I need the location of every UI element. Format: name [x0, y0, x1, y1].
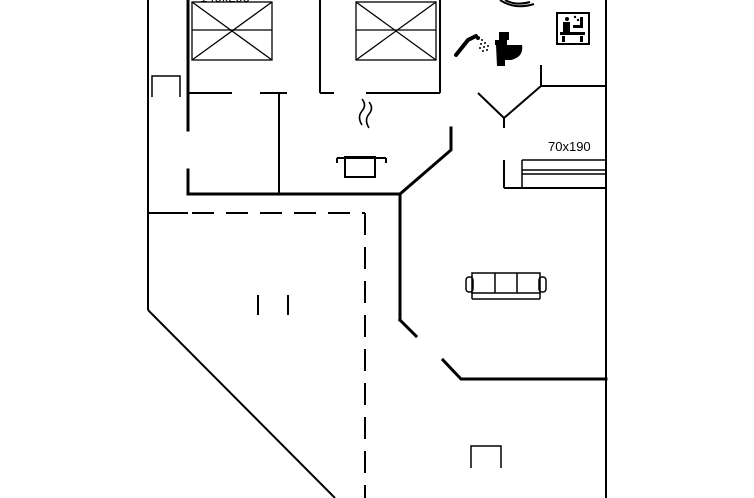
- thin-partitions: [188, 0, 606, 194]
- chair-icon: [151, 75, 181, 97]
- bed-size-label: 70x190: [548, 139, 591, 154]
- shower-icon: [454, 34, 489, 57]
- toilet-icon: [495, 32, 523, 66]
- bed-icon: [191, 1, 273, 61]
- outer-walls: [147, 0, 607, 498]
- terrace-outline: [192, 212, 366, 498]
- sauna-icon: [556, 12, 590, 45]
- cooking-pot-icon: [336, 98, 387, 178]
- bunk-bed-icon: [521, 159, 606, 188]
- terrace-marks: [257, 295, 289, 315]
- sofa-icon: [465, 272, 547, 300]
- chair-icon: [470, 445, 502, 468]
- interior-walls: [186, 0, 608, 381]
- bed-icon: [355, 1, 437, 61]
- bed-size-label: 140x200: [200, 0, 250, 5]
- basin-icon: [499, 0, 535, 8]
